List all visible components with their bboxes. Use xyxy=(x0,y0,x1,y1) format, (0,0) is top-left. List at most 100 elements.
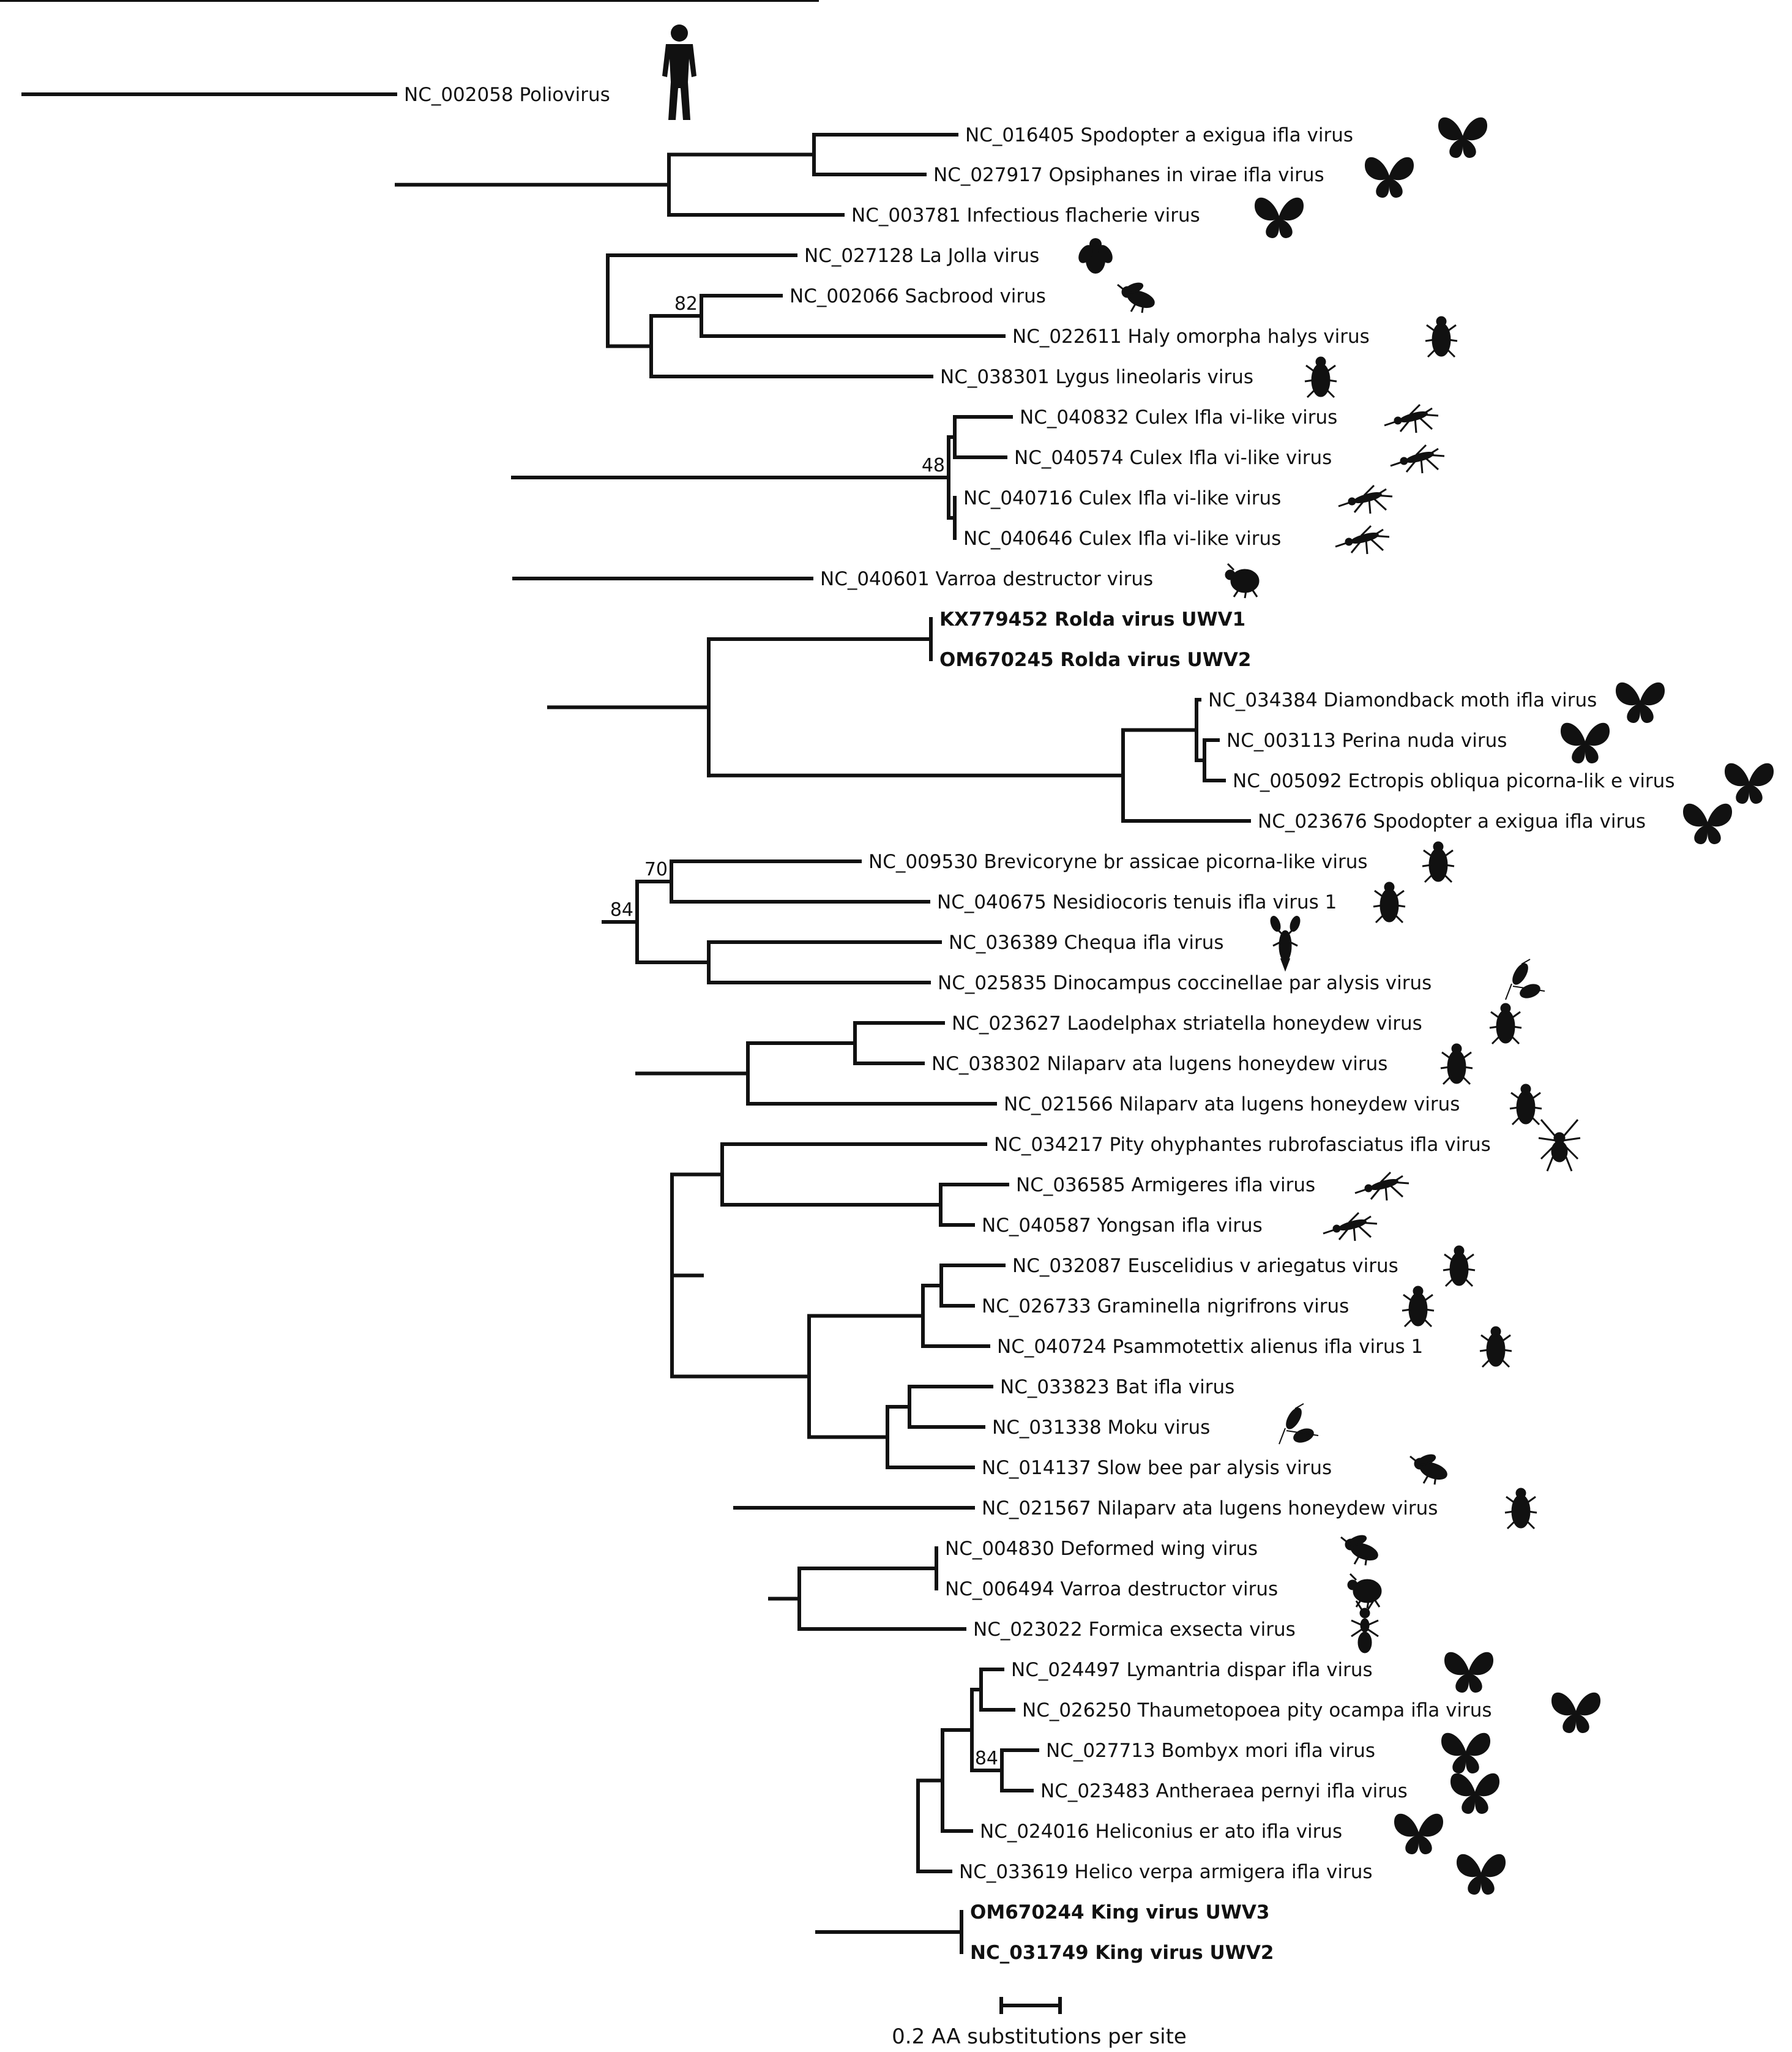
leaf-label: NC_040601 Varroa destructor virus xyxy=(820,568,1153,590)
human-silhouette-icon xyxy=(662,24,696,120)
bootstrap-value: 82 xyxy=(674,293,698,315)
leaf-label: NC_034217 Pity ohyphantes rubrofasciatus… xyxy=(994,1134,1491,1156)
bootstrap-value: 48 xyxy=(922,455,945,476)
bee-icon xyxy=(1340,1535,1378,1566)
tree-branches xyxy=(0,0,1251,1954)
leaf-label: NC_005092 Ectropis obliqua picorna-lik e… xyxy=(1233,770,1674,792)
leaf-label: NC_040832 Culex Ifla vi-like virus xyxy=(1020,406,1337,429)
spider-icon xyxy=(1538,1119,1581,1172)
leaf-label: NC_003781 Infectious flacherie virus xyxy=(851,204,1200,227)
bootstrap-value: 63 xyxy=(743,0,766,5)
leaf-label: NC_040574 Culex Ifla vi-like virus xyxy=(1014,447,1332,469)
bug-icon xyxy=(1402,1286,1435,1328)
leaf-label: NC_040716 Culex Ifla vi-like virus xyxy=(963,487,1281,509)
bootstrap-value: 41 xyxy=(610,0,633,5)
bug-icon xyxy=(1422,841,1455,883)
leaf-label: NC_036389 Chequa ifla virus xyxy=(949,932,1224,954)
butterfly-icon xyxy=(1394,1813,1444,1854)
butterfly-icon xyxy=(1441,1732,1491,1773)
leaf-label: NC_038301 Lygus lineolaris virus xyxy=(940,366,1253,388)
leaf-label: NC_040675 Nesidiocoris tenuis ifla virus… xyxy=(937,891,1337,913)
mosquito-icon xyxy=(1384,403,1439,433)
leaf-label: NC_022611 Haly omorpha halys virus xyxy=(1012,326,1370,348)
butterfly-icon xyxy=(1551,1692,1601,1733)
leaf-label: NC_023483 Antheraea pernyi ifla virus xyxy=(1040,1780,1408,1802)
leaf-label: NC_031338 Moku virus xyxy=(992,1417,1210,1439)
leaf-label: NC_031749 King virus UWV2 xyxy=(970,1942,1274,1964)
butterfly-icon xyxy=(1456,1854,1506,1895)
bootstrap-value: 62 xyxy=(486,0,509,5)
butterfly-icon xyxy=(1254,197,1304,238)
leaf-label: NC_024016 Heliconius er ato ifla virus xyxy=(980,1821,1342,1843)
mosquito-icon xyxy=(1323,1211,1378,1241)
leaf-label: NC_033823 Bat ifla virus xyxy=(1000,1376,1234,1398)
bug-icon xyxy=(1489,1003,1522,1045)
scale-bar-label: 0.2 AA substitutions per site xyxy=(892,2024,1187,2049)
ant-icon xyxy=(1351,1600,1379,1653)
bootstrap-value: 26 xyxy=(522,0,545,5)
leaf-label: NC_032087 Euscelidius v ariegatus virus xyxy=(1012,1255,1398,1277)
leaf-label: NC_006494 Varroa destructor virus xyxy=(945,1578,1278,1600)
host-icons xyxy=(662,24,1774,1895)
butterfly-icon xyxy=(1444,1652,1494,1693)
leaf-label: NC_003113 Perina nuda virus xyxy=(1226,730,1507,752)
bootstrap-value: 84 xyxy=(975,1748,998,1769)
bug-icon xyxy=(1509,1084,1542,1126)
leaf-label: NC_021567 Nilaparv ata lugens honeydew v… xyxy=(982,1497,1438,1519)
leaf-label: NC_040587 Yongsan ifla virus xyxy=(982,1215,1263,1237)
leaf-label: NC_004830 Deformed wing virus xyxy=(945,1538,1258,1560)
leaf-label: NC_023676 Spodopter a exigua ifla virus xyxy=(1258,811,1646,833)
mite-icon xyxy=(1347,1573,1382,1609)
leaf-label: NC_027713 Bombyx mori ifla virus xyxy=(1046,1740,1375,1762)
bug-icon xyxy=(1479,1326,1512,1368)
leaf-label: NC_027917 Opsiphanes in virae ifla virus xyxy=(933,164,1324,186)
butterfly-icon xyxy=(1560,722,1610,763)
leaf-label: NC_023022 Formica exsecta virus xyxy=(973,1619,1296,1641)
bootstrap-value: 84 xyxy=(610,899,633,921)
leaf-label: NC_002058 Poliovirus xyxy=(404,84,610,106)
butterfly-icon xyxy=(1450,1773,1500,1814)
butterfly-icon xyxy=(1364,157,1414,198)
mosquito-icon xyxy=(1335,525,1390,555)
bootstrap-value: 45 xyxy=(487,0,510,5)
leaf-label: KX779452 Rolda virus UWV1 xyxy=(939,608,1245,631)
scale-bar: 0.2 AA substitutions per site xyxy=(892,1997,1187,2049)
bug-icon xyxy=(1373,882,1406,924)
bug-icon xyxy=(1304,356,1337,399)
leaf-label: NC_023627 Laodelphax striatella honeydew… xyxy=(952,1013,1422,1035)
bug-icon xyxy=(1425,316,1458,358)
bootstrap-labels: 8262485445267084694152896384 xyxy=(441,0,998,1769)
leaf-label: NC_038302 Nilaparv ata lugens honeydew v… xyxy=(931,1053,1387,1075)
bootstrap-value: 54 xyxy=(441,0,464,5)
wasp-icon xyxy=(1505,959,1545,1000)
butterfly-icon xyxy=(1615,682,1665,723)
leaf-label: NC_040646 Culex Ifla vi-like virus xyxy=(963,528,1281,550)
mite-icon xyxy=(1225,563,1260,599)
leaf-label: NC_033619 Helico verpa armigera ifla vir… xyxy=(959,1861,1373,1883)
leaf-label: NC_025835 Dinocampus coccinellae par aly… xyxy=(938,972,1432,994)
crayfish-icon xyxy=(1270,916,1301,972)
leaf-label: NC_014137 Slow bee par alysis virus xyxy=(982,1457,1332,1479)
bee-icon xyxy=(1117,282,1155,313)
leaf-label: NC_027128 La Jolla virus xyxy=(804,245,1039,267)
bee-icon xyxy=(1409,1454,1447,1485)
leaf-label: NC_040724 Psammotettix alienus ifla viru… xyxy=(997,1336,1423,1358)
leaf-label: OM670244 King virus UWV3 xyxy=(970,1901,1269,1923)
leaf-label: NC_016405 Spodopter a exigua ifla virus xyxy=(965,124,1353,146)
mosquito-icon xyxy=(1390,444,1445,474)
leaf-label: NC_036585 Armigeres ifla virus xyxy=(1016,1174,1315,1196)
leaf-label: NC_024497 Lymantria dispar ifla virus xyxy=(1011,1659,1373,1681)
fly-icon xyxy=(1078,238,1113,274)
bootstrap-value: 70 xyxy=(644,859,668,880)
bug-icon xyxy=(1440,1043,1473,1085)
bootstrap-value: 89 xyxy=(708,0,731,5)
bug-icon xyxy=(1504,1488,1537,1530)
leaf-label: NC_026250 Thaumetopoea pity ocampa ifla … xyxy=(1022,1699,1492,1721)
leaf-label: NC_009530 Brevicoryne br assicae picorna… xyxy=(868,851,1368,873)
leaf-label: NC_021566 Nilaparv ata lugens honeydew v… xyxy=(1004,1093,1460,1115)
bug-icon xyxy=(1443,1245,1476,1287)
mosquito-icon xyxy=(1338,484,1393,514)
butterfly-icon xyxy=(1682,803,1733,844)
